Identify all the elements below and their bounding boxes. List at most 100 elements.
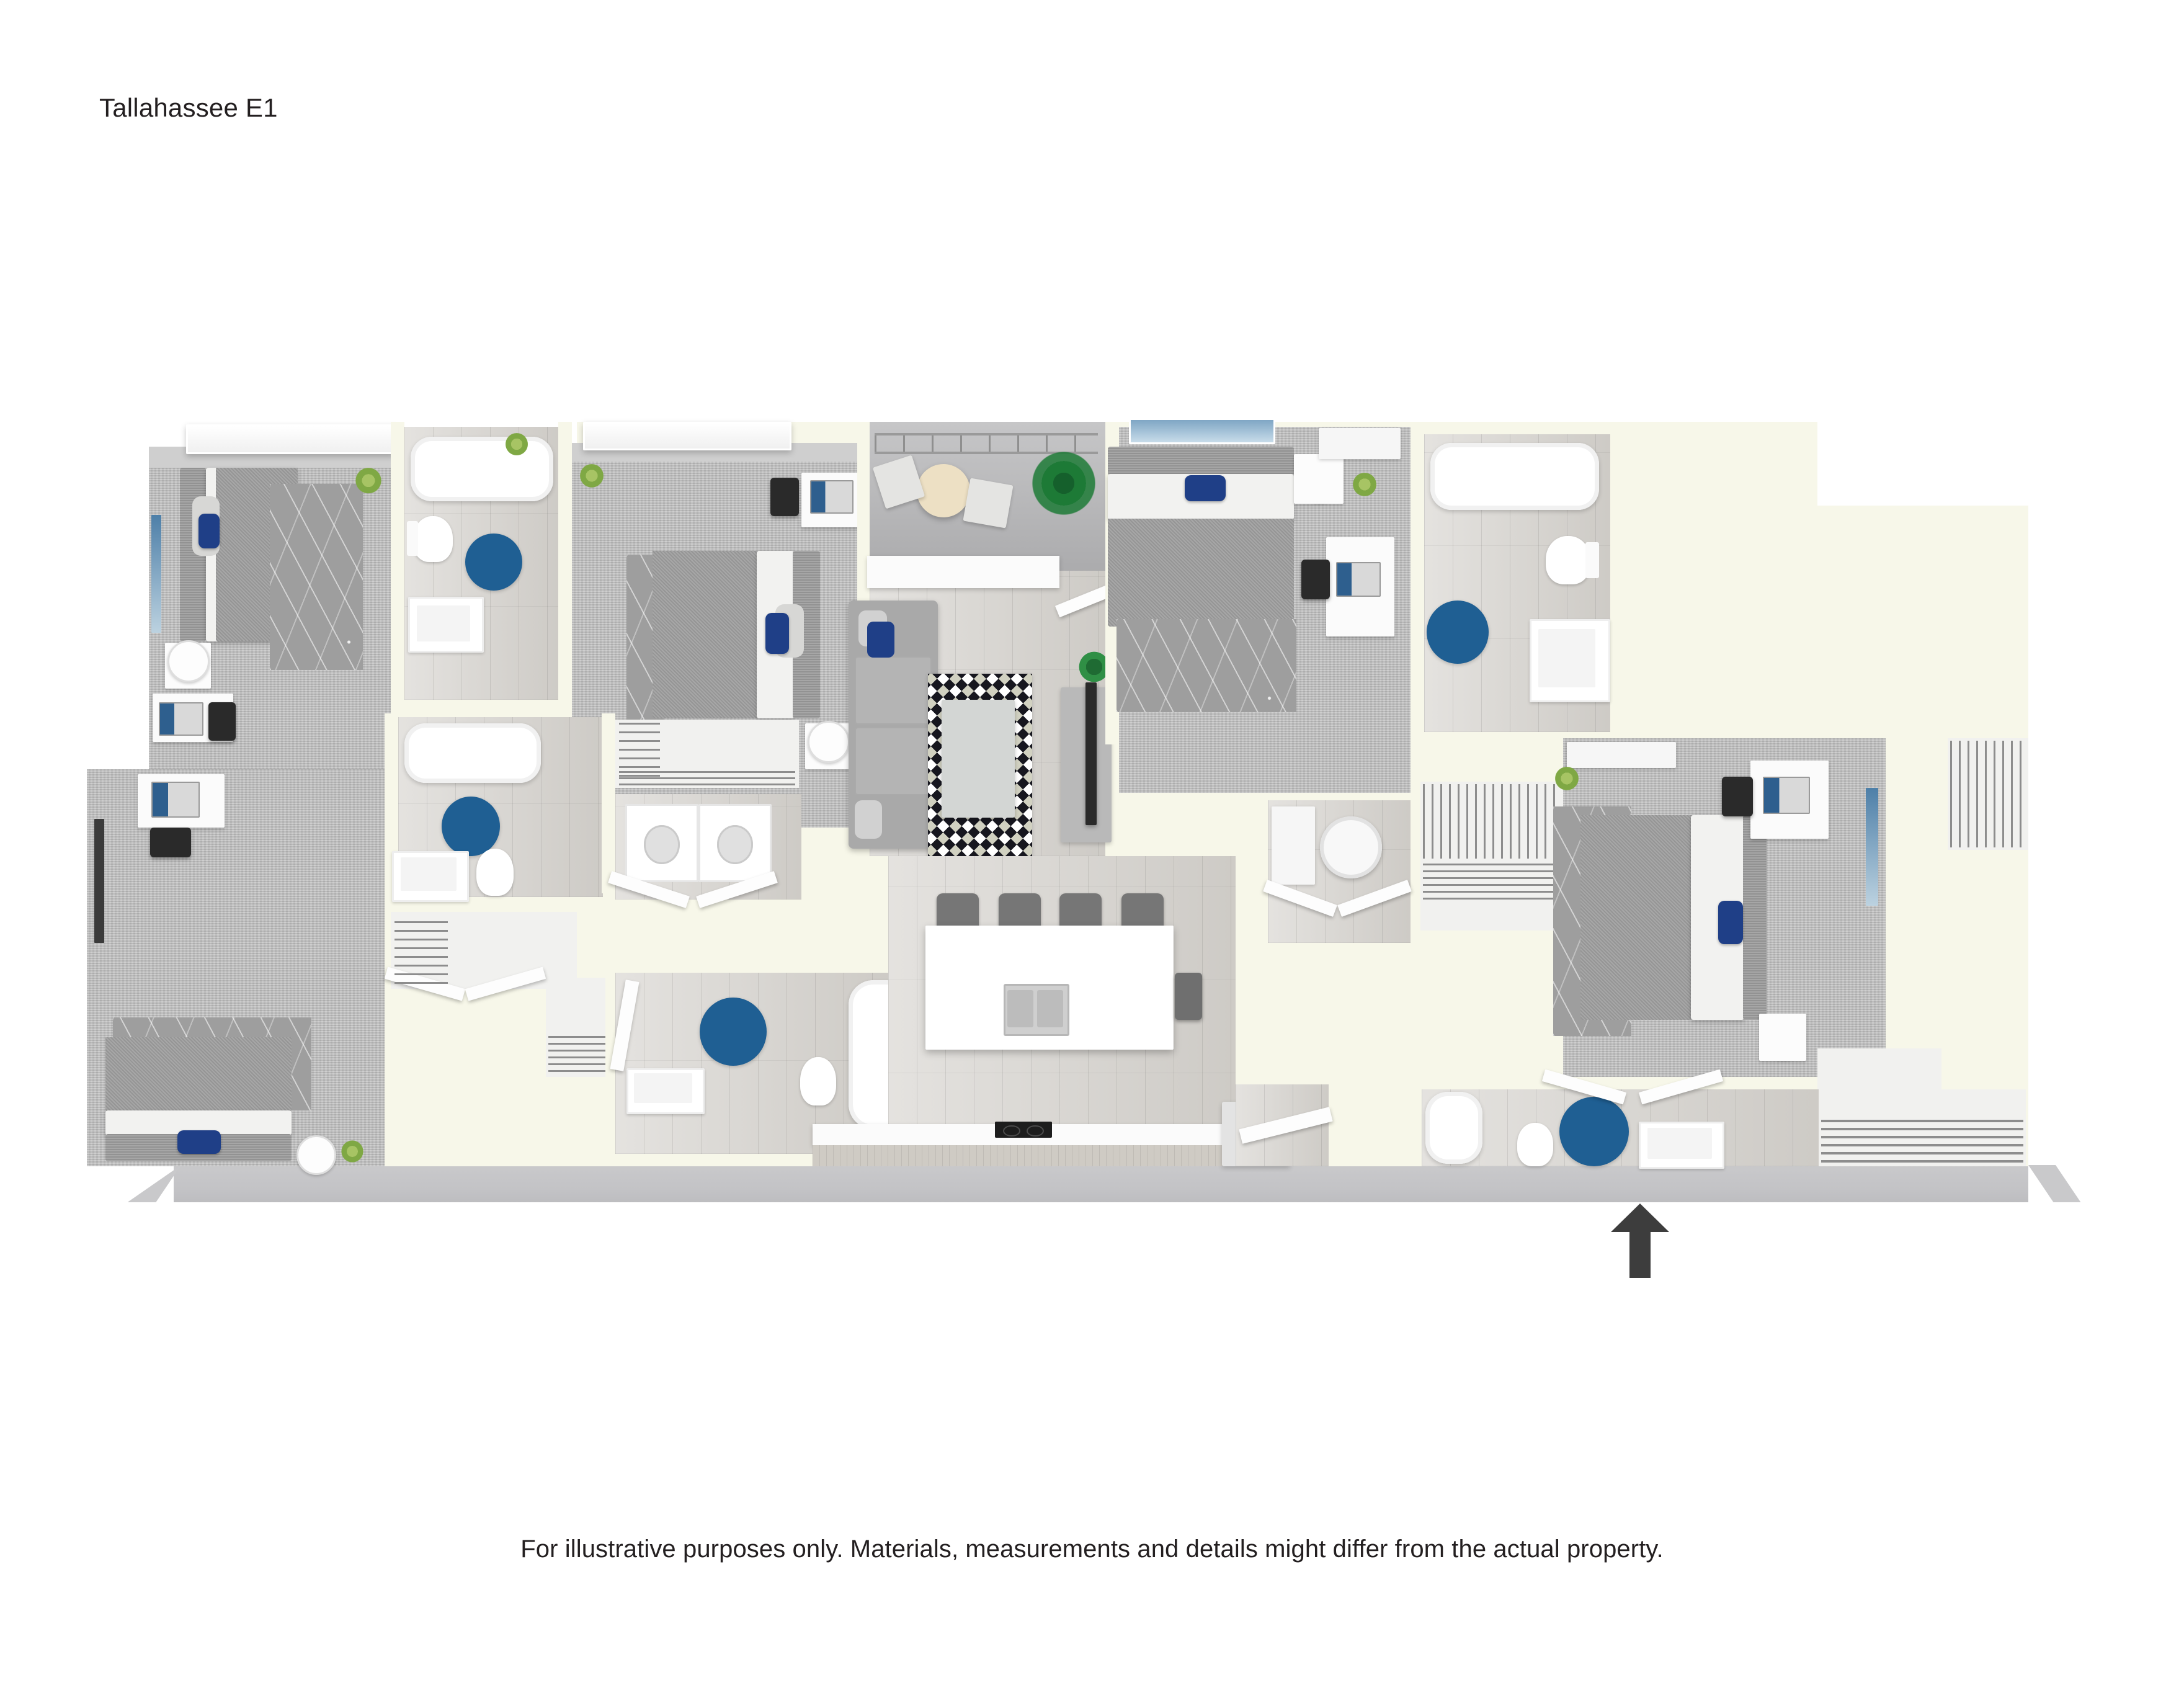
desk-chair-bedroom-3	[150, 828, 191, 857]
dresser-bedroom-4	[1319, 428, 1401, 459]
laptop-bedroom-3	[151, 782, 200, 818]
lamp-bedroom-1	[167, 640, 210, 682]
closet-rods-right-mid	[1950, 741, 2026, 847]
bathtub-bathroom-4	[1430, 443, 1599, 510]
entrance-arrow	[1611, 1203, 1669, 1278]
washer-laundry-1	[625, 804, 698, 882]
window-bedroom-2	[583, 422, 791, 450]
plant-bedroom-2	[578, 464, 605, 490]
kitchen-back-counter-face	[813, 1145, 1222, 1166]
desk-chair-bedroom-2	[770, 478, 799, 516]
plant-bedroom-3	[340, 1140, 365, 1165]
duvet	[653, 551, 758, 718]
bar-stool-2[interactable]	[999, 893, 1041, 931]
dresser-bedroom-5	[1567, 742, 1676, 768]
wall-bedroom4-bath4	[1411, 422, 1424, 744]
blue-rug-bathroom-2	[442, 797, 500, 856]
closet-rods-right-hall-bottom	[1423, 862, 1561, 900]
sink-bowl-left	[1007, 990, 1033, 1027]
lamp-bedroom-2	[808, 721, 850, 763]
blue-rug-bathroom-4	[1427, 601, 1489, 664]
bar-stool-4[interactable]	[1121, 893, 1164, 931]
sofa-cushion-blue	[867, 622, 894, 658]
accent-pillow	[1718, 901, 1743, 944]
bed-bedroom-5	[1580, 815, 1767, 1020]
sofa-cushion-bolster	[855, 800, 882, 839]
wall-notch-top-right	[1817, 422, 2028, 506]
plant-bedroom-5	[1553, 767, 1580, 793]
desk-chair-bedroom-4	[1301, 560, 1330, 599]
sink-bowl-right	[1037, 990, 1063, 1027]
laptop-bedroom-5	[1763, 777, 1810, 814]
closet-rods-bathroom-3-left	[548, 1031, 605, 1072]
toilet-bathroom-1	[413, 516, 453, 562]
nightstand-bedroom-5	[1759, 1014, 1806, 1061]
accent-pillow	[198, 514, 220, 548]
living-room-partition-counter	[867, 556, 1059, 588]
room-bathroom-3	[615, 973, 888, 1154]
headboard	[1108, 447, 1294, 475]
palm-plant-balcony	[1030, 449, 1098, 517]
page-title: Tallahassee E1	[99, 93, 278, 122]
bathtub-bathroom-2	[404, 723, 541, 783]
laptop-bedroom-2	[810, 480, 854, 514]
television	[1085, 682, 1097, 825]
coffee-table	[942, 700, 1015, 818]
basin-bathroom-4	[1538, 629, 1595, 687]
round-washer-laundry-2	[1320, 816, 1382, 878]
laptop-bedroom-1	[159, 702, 203, 736]
artwork-bedroom-1	[151, 515, 161, 633]
building-base-plinth	[174, 1165, 2028, 1202]
area-rug-bedroom-1	[270, 484, 363, 670]
plant-bathroom-1	[504, 433, 530, 458]
toilet-tank-bathroom-1	[407, 521, 418, 556]
laundry-2-cabinet	[1272, 806, 1315, 885]
blue-rug-bathroom-1	[465, 534, 522, 591]
sofa-seat-2	[855, 727, 932, 795]
bar-stool-1[interactable]	[937, 893, 979, 931]
bed-bedroom-4	[1108, 447, 1294, 627]
toilet-tank-bathroom-4	[1585, 542, 1599, 578]
nightstand-bedroom-4	[1294, 454, 1344, 504]
sofa-seat-1	[855, 656, 932, 725]
duvet	[1580, 815, 1692, 1020]
bar-stool-3[interactable]	[1059, 893, 1102, 931]
wall-bedroom1-bath1	[391, 422, 404, 701]
closet-rods-bedroom-2-bottom	[619, 767, 795, 785]
desk-chair-bedroom-5	[1722, 777, 1753, 816]
laptop-bedroom-4	[1336, 562, 1381, 597]
toilet-bathroom-5	[1517, 1123, 1553, 1166]
balcony-chair-right	[963, 478, 1014, 529]
plant-bedroom-1	[354, 468, 383, 496]
toilet-bathroom-4	[1546, 536, 1590, 584]
bathtub-bathroom-5	[1425, 1092, 1482, 1164]
wall-laundry-2	[1254, 767, 1268, 940]
window-bedroom-4	[1129, 418, 1275, 444]
window-bedroom-1	[186, 424, 394, 454]
basin-bathroom-5	[1647, 1128, 1712, 1159]
wall-bathroom-3-left	[602, 912, 615, 1154]
desk-chair-bedroom-1	[208, 702, 236, 741]
disclaimer-text: For illustrative purposes only. Material…	[520, 1535, 1664, 1563]
dryer-laundry-1	[698, 804, 772, 882]
artwork-bedroom-3	[94, 819, 104, 943]
artwork-bedroom-5	[1866, 788, 1878, 906]
basin-bathroom-1	[417, 605, 470, 641]
basin-bathroom-2	[401, 857, 457, 891]
headboard	[1743, 815, 1767, 1020]
bed-bedroom-3	[105, 1037, 292, 1161]
accent-pillow	[1185, 475, 1226, 501]
trash-bin-kitchen	[1175, 973, 1202, 1020]
floorplan-canvas	[87, 418, 2081, 1278]
duvet	[1108, 519, 1294, 627]
building-base-plinth-right	[2028, 1165, 2081, 1202]
bed-bedroom-2	[653, 551, 820, 718]
closet-rods-hall-center	[394, 916, 448, 984]
toilet-bathroom-3	[800, 1057, 836, 1105]
plant-bedroom-4	[1351, 473, 1378, 499]
toilet-bathroom-2	[476, 849, 514, 896]
area-rug-bedroom-4	[1117, 619, 1296, 712]
closet-rods-right-hall	[1423, 784, 1561, 859]
lamp-bedroom-3	[296, 1135, 336, 1175]
wall-bath1-bedroom2	[558, 422, 572, 713]
